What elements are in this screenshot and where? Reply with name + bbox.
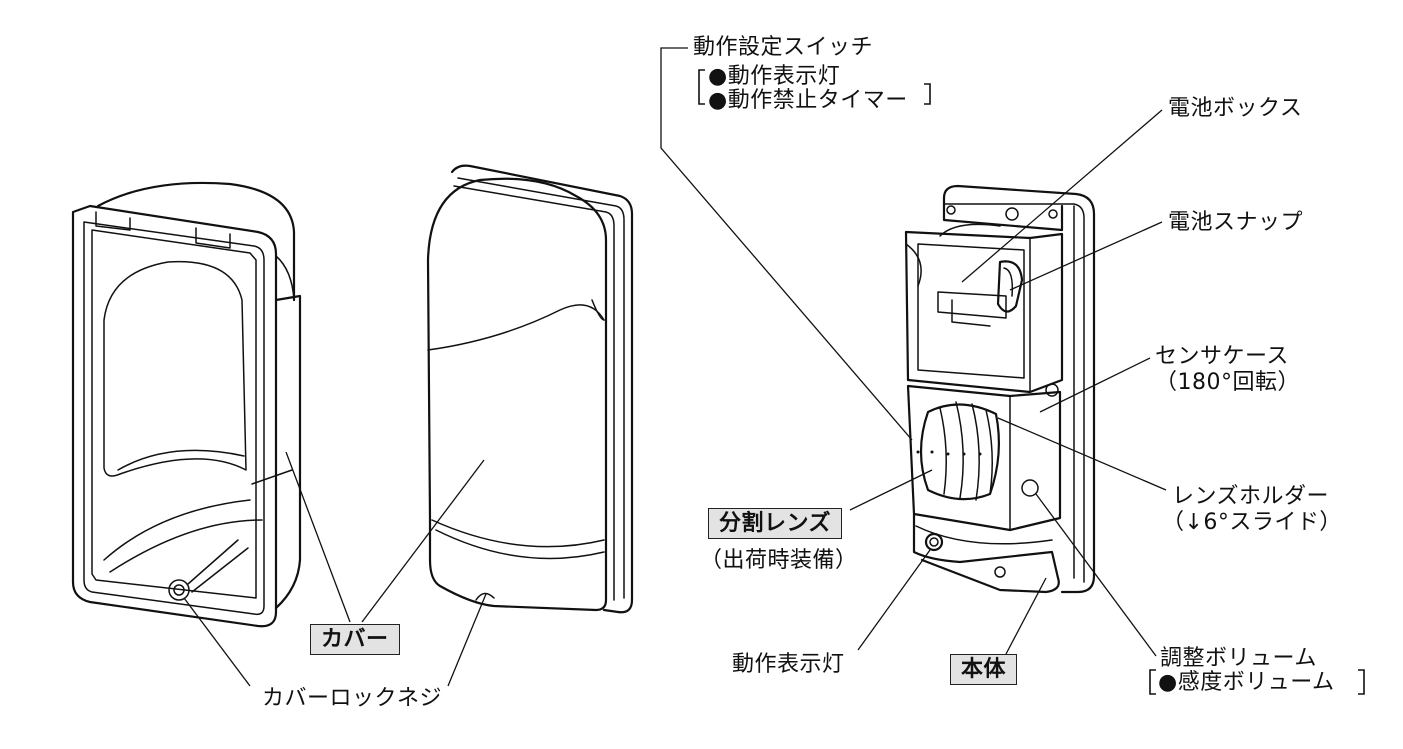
operation-indicator-sub-label: ●動作表示灯 xyxy=(708,64,841,89)
leader-indicator-lamp xyxy=(857,549,931,651)
leader-cover-left xyxy=(285,451,351,623)
cover-exterior xyxy=(426,164,634,614)
left-bracket-volume xyxy=(1149,669,1156,695)
battery-snap-label: 電池スナップ xyxy=(1168,210,1304,235)
sensitivity-volume-label: ●感度ボリューム xyxy=(1158,670,1335,695)
split-lens-label: 分割レンズ xyxy=(708,508,843,539)
leader-cover-right xyxy=(361,459,485,623)
lens-holder-slide-label: （↓6°スライド） xyxy=(1162,510,1342,535)
inhibit-timer-sub-label: ●動作禁止タイマー xyxy=(708,88,908,113)
adjust-volume-label: 調整ボリューム xyxy=(1160,646,1317,671)
leader-battery-snap xyxy=(1009,221,1163,291)
main-body xyxy=(904,184,1096,594)
leader-lock-screw-right xyxy=(447,593,487,687)
sub-list-brackets xyxy=(698,69,1365,695)
right-bracket-volume xyxy=(1358,669,1365,695)
sensor-case-rotation-label: （180°回転） xyxy=(1155,370,1300,395)
operation-indicator-label: 動作表示灯 xyxy=(732,652,845,677)
cover-interior xyxy=(71,181,302,628)
cover-label: カバー xyxy=(310,624,400,655)
leader-lines xyxy=(183,47,1167,687)
leader-operation-switch xyxy=(660,47,913,441)
operation-setting-switch-label: 動作設定スイッチ xyxy=(693,35,874,60)
body-label: 本体 xyxy=(950,654,1018,685)
leader-split-lens xyxy=(849,469,933,511)
leader-sensor-case xyxy=(1039,357,1151,413)
left-bracket xyxy=(698,69,705,105)
battery-box-label: 電池ボックス xyxy=(1168,96,1303,121)
leader-lock-screw-left xyxy=(183,597,251,687)
sensor-case-label: センサケース xyxy=(1155,344,1289,369)
leader-adjust-volume xyxy=(1035,493,1157,657)
leader-battery-box xyxy=(961,109,1163,283)
cover-lock-screw-label: カバーロックネジ xyxy=(262,686,443,711)
factory-equipped-label: （出荷時装備） xyxy=(700,548,858,573)
leader-body xyxy=(1005,577,1047,655)
right-bracket xyxy=(924,83,931,105)
lens-holder-label: レンズホルダー xyxy=(1172,484,1330,509)
leader-lens-holder xyxy=(997,417,1167,491)
